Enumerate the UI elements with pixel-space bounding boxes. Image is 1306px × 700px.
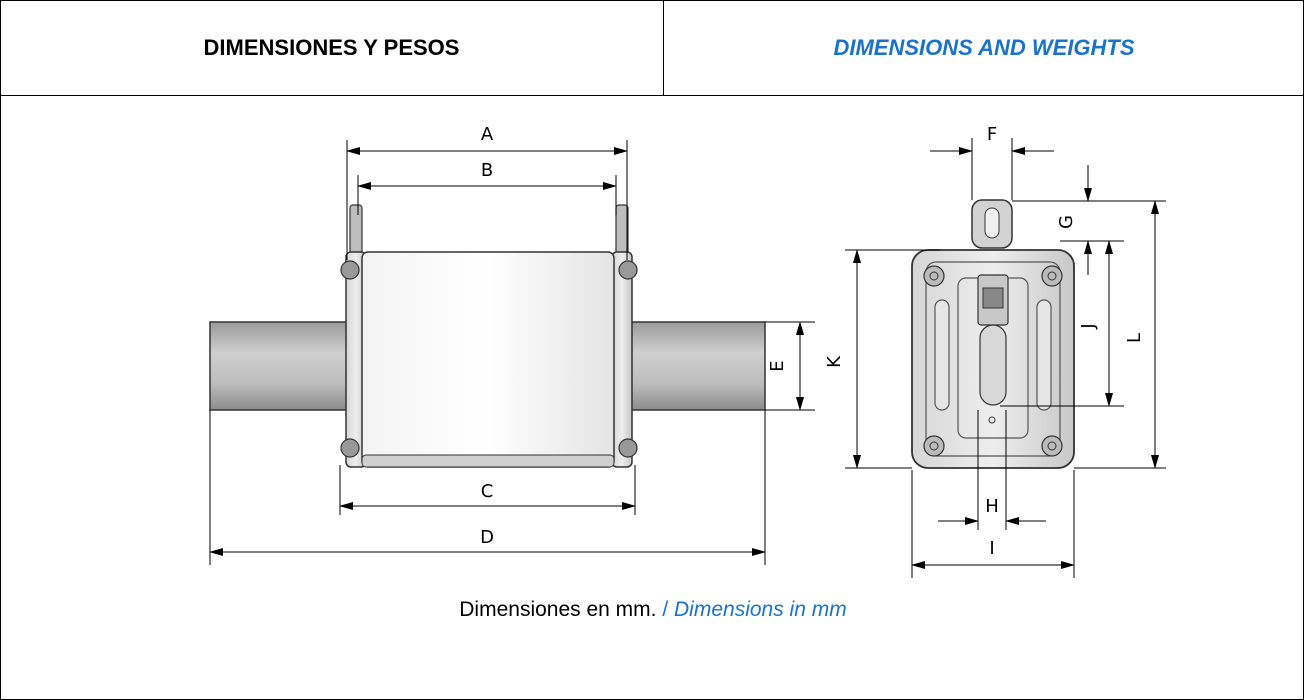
caption-en: Dimensions in mm [674, 598, 847, 621]
header-title-en: DIMENSIONS AND WEIGHTS [833, 34, 1135, 60]
end-view-dimensions [845, 138, 1166, 578]
dim-label-f: F [987, 124, 997, 145]
fuse-side-view [209, 204, 766, 468]
dim-label-b: B [481, 160, 493, 181]
dim-label-e: E [767, 360, 788, 371]
caption-es: Dimensiones en mm. [459, 598, 657, 621]
caption-separator: / [656, 598, 675, 621]
dim-label-h: H [985, 496, 999, 517]
fuse-dimension-drawing: A B C D E [209, 124, 1166, 578]
header-title-es: DIMENSIONES Y PESOS [0, 0, 664, 95]
dim-label-k: K [824, 355, 845, 368]
dim-label-g: G [1056, 215, 1077, 229]
fuse-end-view [911, 199, 1075, 469]
left-blade [209, 321, 353, 411]
table-header: DIMENSIONES Y PESOS DIMENSIONS AND WEIGH… [0, 0, 1304, 96]
dim-label-i: I [989, 538, 994, 559]
dim-label-a: A [481, 124, 494, 145]
dim-label-j: J [1078, 323, 1099, 329]
right-blade [619, 321, 766, 411]
side-view-dimensions [209, 140, 815, 565]
dim-label-l: L [1124, 333, 1145, 343]
dimensions-caption: Dimensiones en mm. / Dimensions in mm [0, 598, 1306, 622]
dim-label-d: D [480, 527, 494, 548]
dim-label-c: C [481, 481, 494, 502]
ceramic-body [361, 251, 615, 468]
